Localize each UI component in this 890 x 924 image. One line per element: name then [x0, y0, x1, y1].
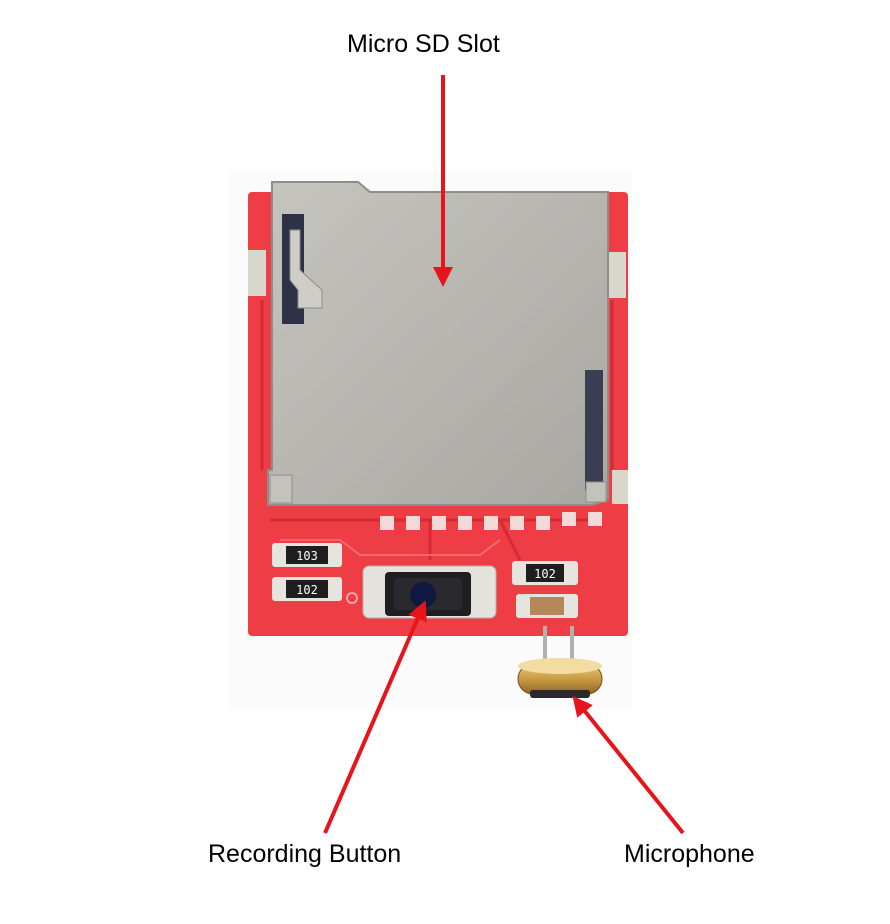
label-micro-sd-slot: Micro SD Slot — [347, 30, 500, 58]
capacitor — [516, 594, 578, 618]
resistor-102-right: 102 — [512, 561, 578, 585]
label-microphone: Microphone — [624, 840, 755, 868]
resistor-102-left: 102 — [272, 577, 342, 601]
label-recording-button: Recording Button — [208, 840, 402, 868]
resistor-code-102-right: 102 — [534, 567, 556, 581]
microphone-component — [517, 626, 603, 698]
arrow-to-recording-button — [323, 600, 427, 834]
recording-button-switch — [362, 565, 497, 619]
header-pads — [380, 512, 602, 530]
micro-sd-slot — [267, 181, 609, 506]
resistor-code-102-left: 102 — [296, 583, 318, 597]
arrow-to-microphone — [572, 695, 685, 835]
resistor-code-103: 103 — [296, 549, 318, 563]
resistor-103: 103 — [272, 543, 342, 567]
